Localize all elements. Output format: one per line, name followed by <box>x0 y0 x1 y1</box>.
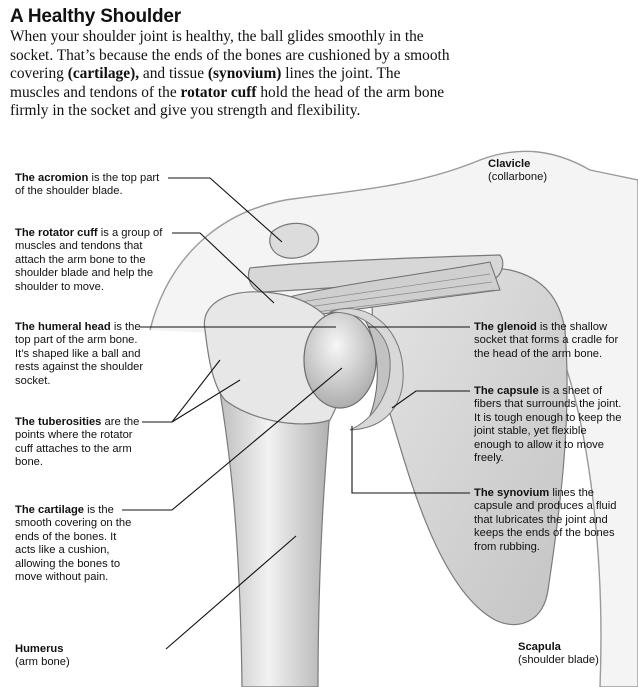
page-title: A Healthy Shoulder <box>10 6 181 28</box>
intro-rotator-cuff: rotator cuff <box>181 84 257 101</box>
intro-cartilage: (cartilage), <box>68 65 139 82</box>
intro-text-2: and tissue <box>139 65 208 82</box>
label-capsule: The capsule is a sheet of fibers that su… <box>474 385 624 465</box>
label-synovium: The synovium lines the capsule and produ… <box>474 487 626 554</box>
label-scapula: Scapula(shoulder blade) <box>518 641 628 668</box>
humerus-shaft <box>218 380 330 687</box>
label-humerus: Humerus(arm bone) <box>15 643 135 670</box>
pointer-tuberosities <box>142 360 220 422</box>
intro-paragraph: When your shoulder joint is healthy, the… <box>10 28 450 121</box>
intro-synovium: (synovium) <box>208 65 282 82</box>
label-cartilage: The cartilage is the smooth covering on … <box>15 504 135 584</box>
label-humeral-head: The humeral head is the top part of the … <box>15 321 147 388</box>
label-clavicle: Clavicle(collarbone) <box>488 158 588 185</box>
label-acromion: The acromion is the top part of the shou… <box>15 172 163 199</box>
humeral-head <box>304 312 376 408</box>
label-rotator-cuff: The rotator cuff is a group of muscles a… <box>15 227 171 294</box>
label-tuberosities: The tuberosities are the points where th… <box>15 416 145 470</box>
label-glenoid: The glenoid is the shallow socket that f… <box>474 321 626 361</box>
